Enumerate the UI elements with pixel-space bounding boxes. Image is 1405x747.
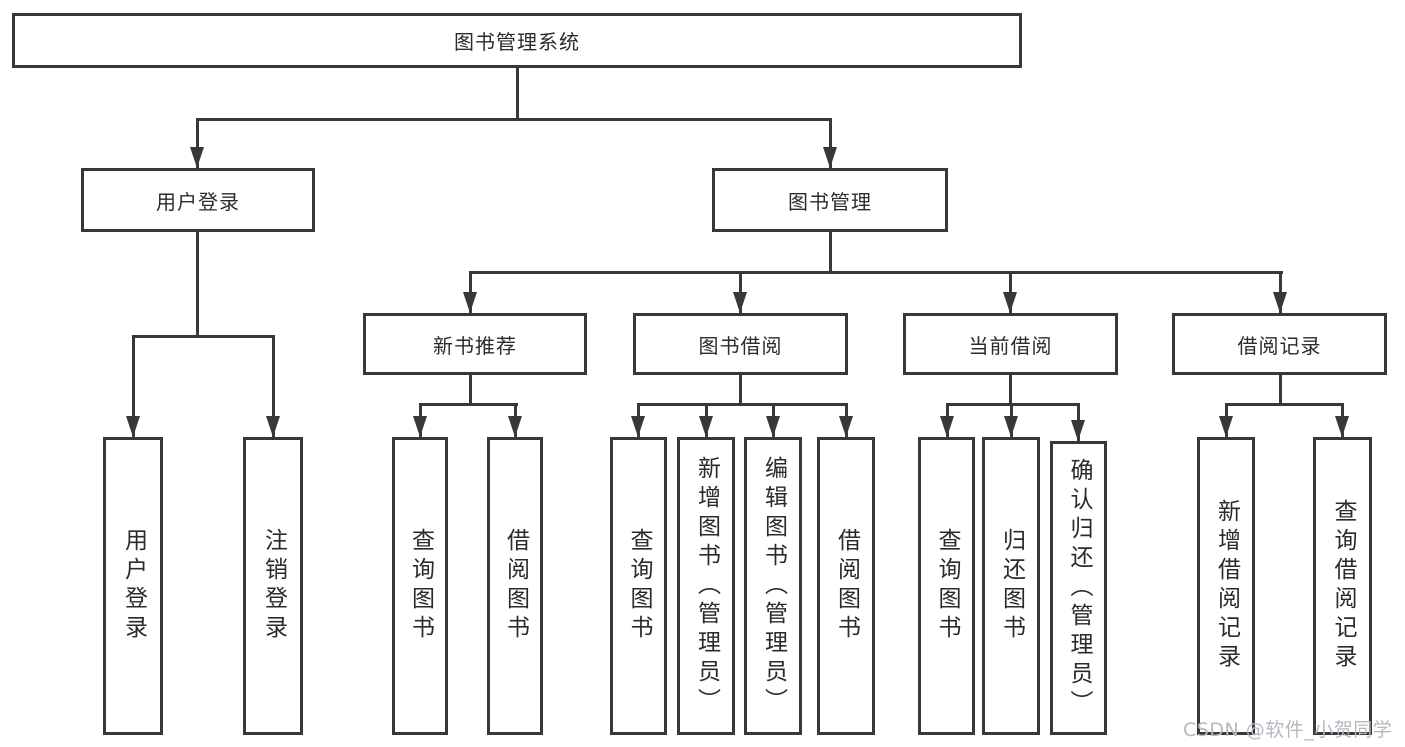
node-label: 编辑图书（管理员） (760, 455, 787, 717)
arrow-down-icon (733, 292, 747, 313)
node-book-management: 图书管理 (712, 168, 948, 232)
node-label: 图书管理系统 (454, 30, 580, 54)
arrow-down-icon (699, 416, 713, 437)
node-label: 确认归还（管理员） (1066, 457, 1092, 719)
connector-line (196, 118, 199, 168)
node-label: 新书推荐 (433, 333, 517, 358)
node-label: 查询图书 (626, 528, 652, 644)
node-current-borrowing: 当前借阅 (903, 313, 1118, 375)
connector-line (196, 230, 199, 338)
node-leaf-confirm-return-admin: 确认归还（管理员） (1050, 441, 1107, 735)
node-label: 当前借阅 (968, 333, 1053, 358)
node-leaf-return-books: 归还图书 (982, 437, 1040, 735)
arrow-down-icon (631, 416, 645, 437)
arrow-down-icon (940, 416, 954, 437)
connector-line (946, 403, 1080, 406)
connector-line (1279, 373, 1282, 406)
node-leaf-borrow-books: 借阅图书 (817, 437, 875, 735)
connector-line (829, 230, 832, 274)
node-label: 新增借阅记录 (1213, 499, 1240, 673)
arrow-down-icon (190, 147, 204, 168)
connector-line (196, 118, 832, 121)
node-user-login: 用户登录 (81, 168, 315, 232)
node-label: 归还图书 (998, 528, 1025, 644)
node-leaf-query-books-borrow: 查询图书 (610, 437, 667, 735)
arrow-down-icon (1219, 416, 1233, 437)
connector-line (419, 403, 518, 406)
arrow-down-icon (126, 416, 140, 437)
node-label: 用户登录 (156, 189, 240, 214)
connector-line (1225, 403, 1344, 406)
csdn-watermark: CSDN @软件_小贺同学 (1183, 719, 1393, 741)
arrow-down-icon (1071, 420, 1085, 441)
connector-line (132, 335, 135, 437)
arrow-down-icon (766, 416, 780, 437)
arrow-down-icon (839, 416, 853, 437)
connector-line (1009, 373, 1012, 406)
arrow-down-icon (266, 416, 280, 437)
connector-line (637, 403, 848, 406)
node-label: 查询图书 (407, 528, 434, 644)
node-label: 新增图书（管理员） (693, 455, 720, 717)
arrow-down-icon (508, 416, 522, 437)
node-book-borrowing: 图书借阅 (633, 313, 848, 375)
arrow-down-icon (1003, 292, 1017, 313)
node-new-book-recommend: 新书推荐 (363, 313, 587, 375)
node-label: 借阅图书 (833, 528, 860, 644)
connector-line (469, 271, 1283, 274)
arrow-down-icon (463, 292, 477, 313)
arrow-down-icon (823, 147, 837, 168)
connector-line (272, 335, 275, 437)
node-leaf-logout: 注销登录 (243, 437, 303, 735)
node-borrowing-records: 借阅记录 (1172, 313, 1387, 375)
node-label: 图书管理 (788, 189, 872, 214)
node-library-management-system: 图书管理系统 (12, 13, 1022, 68)
arrow-down-icon (1273, 292, 1287, 313)
connector-line (132, 335, 275, 338)
connector-line (739, 373, 742, 406)
node-leaf-user-login: 用户登录 (103, 437, 163, 735)
node-label: 借阅记录 (1237, 333, 1322, 358)
node-leaf-edit-books-admin: 编辑图书（管理员） (744, 437, 802, 735)
connector-line (469, 373, 472, 406)
arrow-down-icon (1335, 416, 1349, 437)
node-label: 查询图书 (934, 528, 960, 644)
node-leaf-query-books-current: 查询图书 (918, 437, 975, 735)
node-leaf-borrow-books-recommend: 借阅图书 (487, 437, 543, 735)
node-label: 查询借阅记录 (1330, 499, 1356, 673)
node-label: 用户登录 (120, 528, 147, 644)
arrow-down-icon (1004, 416, 1018, 437)
connector-line (829, 118, 832, 168)
node-leaf-add-books-admin: 新增图书（管理员） (677, 437, 735, 735)
node-label: 注销登录 (260, 528, 287, 644)
node-leaf-add-borrow-record: 新增借阅记录 (1197, 437, 1255, 735)
node-leaf-query-borrow-record: 查询借阅记录 (1313, 437, 1372, 735)
node-leaf-query-books-recommend: 查询图书 (392, 437, 448, 735)
arrow-down-icon (413, 416, 427, 437)
connector-line (516, 66, 519, 120)
node-label: 图书借阅 (698, 333, 783, 358)
node-label: 借阅图书 (502, 528, 529, 644)
